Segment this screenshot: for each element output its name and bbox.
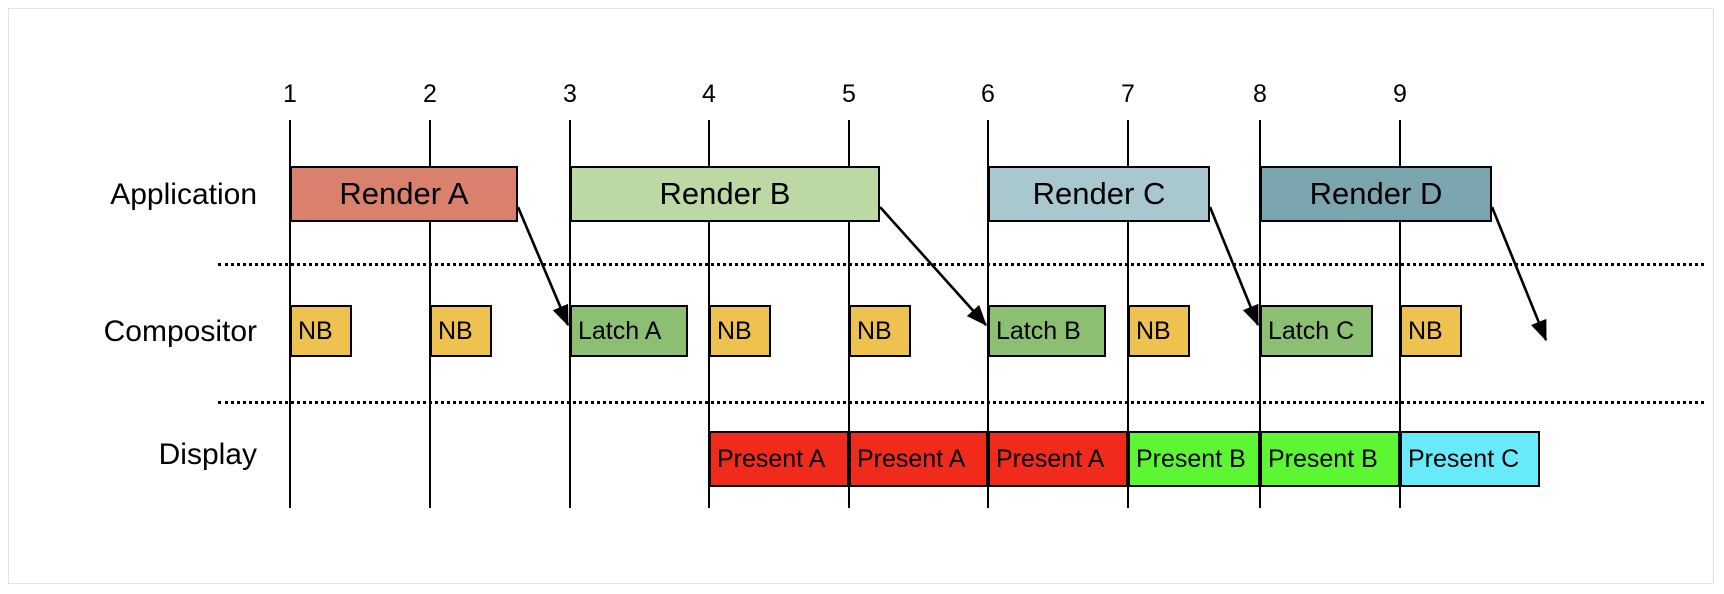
- disp-block-present-a-1[interactable]: Present A: [849, 431, 988, 487]
- disp-block-present-c-5[interactable]: Present C: [1400, 431, 1540, 487]
- comp-block-nb-6[interactable]: NB: [1128, 305, 1190, 357]
- page-frame: [8, 8, 1714, 584]
- disp-block-present-a-2[interactable]: Present A: [988, 431, 1128, 487]
- comp-block-latch-c-7[interactable]: Latch C: [1260, 305, 1373, 357]
- app-block-render-a-0[interactable]: Render A: [290, 166, 518, 222]
- tick-label-5: 5: [842, 80, 856, 108]
- block-label: NB: [1136, 316, 1171, 345]
- block-label: Present B: [1268, 444, 1378, 473]
- block-label: Present B: [1136, 444, 1246, 473]
- block-label: NB: [717, 316, 752, 345]
- row-label-application: Application: [110, 178, 257, 211]
- app-block-render-d-3[interactable]: Render D: [1260, 166, 1492, 222]
- block-label: NB: [438, 316, 473, 345]
- comp-block-nb-0[interactable]: NB: [290, 305, 352, 357]
- comp-block-nb-1[interactable]: NB: [430, 305, 492, 357]
- comp-block-nb-8[interactable]: NB: [1400, 305, 1462, 357]
- disp-block-present-a-0[interactable]: Present A: [709, 431, 849, 487]
- tick-label-4: 4: [702, 80, 716, 108]
- comp-block-latch-b-5[interactable]: Latch B: [988, 305, 1106, 357]
- block-label: NB: [857, 316, 892, 345]
- block-label: Latch B: [996, 316, 1081, 345]
- app-block-render-c-2[interactable]: Render C: [988, 166, 1210, 222]
- block-label: NB: [298, 316, 333, 345]
- block-label: Present A: [996, 444, 1105, 473]
- block-label: Present A: [857, 444, 966, 473]
- tick-label-8: 8: [1253, 80, 1267, 108]
- block-label: NB: [1408, 316, 1443, 345]
- tick-label-9: 9: [1393, 80, 1407, 108]
- separator-compositor-display: [218, 401, 1704, 404]
- tick-label-2: 2: [423, 80, 437, 108]
- block-label: Render A: [339, 176, 469, 211]
- block-label: Present A: [717, 444, 826, 473]
- block-label: Render B: [659, 176, 791, 211]
- row-label-compositor: Compositor: [103, 315, 257, 348]
- block-label: Present C: [1408, 444, 1520, 473]
- comp-block-nb-3[interactable]: NB: [709, 305, 771, 357]
- tick-label-7: 7: [1121, 80, 1135, 108]
- block-label: Latch C: [1268, 316, 1355, 345]
- block-label: Render D: [1309, 176, 1443, 211]
- disp-block-present-b-3[interactable]: Present B: [1128, 431, 1260, 487]
- row-label-display: Display: [158, 438, 257, 471]
- app-block-render-b-1[interactable]: Render B: [570, 166, 880, 222]
- tick-label-1: 1: [283, 80, 297, 108]
- comp-block-nb-4[interactable]: NB: [849, 305, 911, 357]
- disp-block-present-b-4[interactable]: Present B: [1260, 431, 1400, 487]
- tick-label-3: 3: [563, 80, 577, 108]
- separator-application-compositor: [218, 263, 1704, 266]
- block-label: Render C: [1032, 176, 1166, 211]
- block-label: Latch A: [578, 316, 662, 345]
- comp-block-latch-a-2[interactable]: Latch A: [570, 305, 688, 357]
- tick-label-6: 6: [981, 80, 995, 108]
